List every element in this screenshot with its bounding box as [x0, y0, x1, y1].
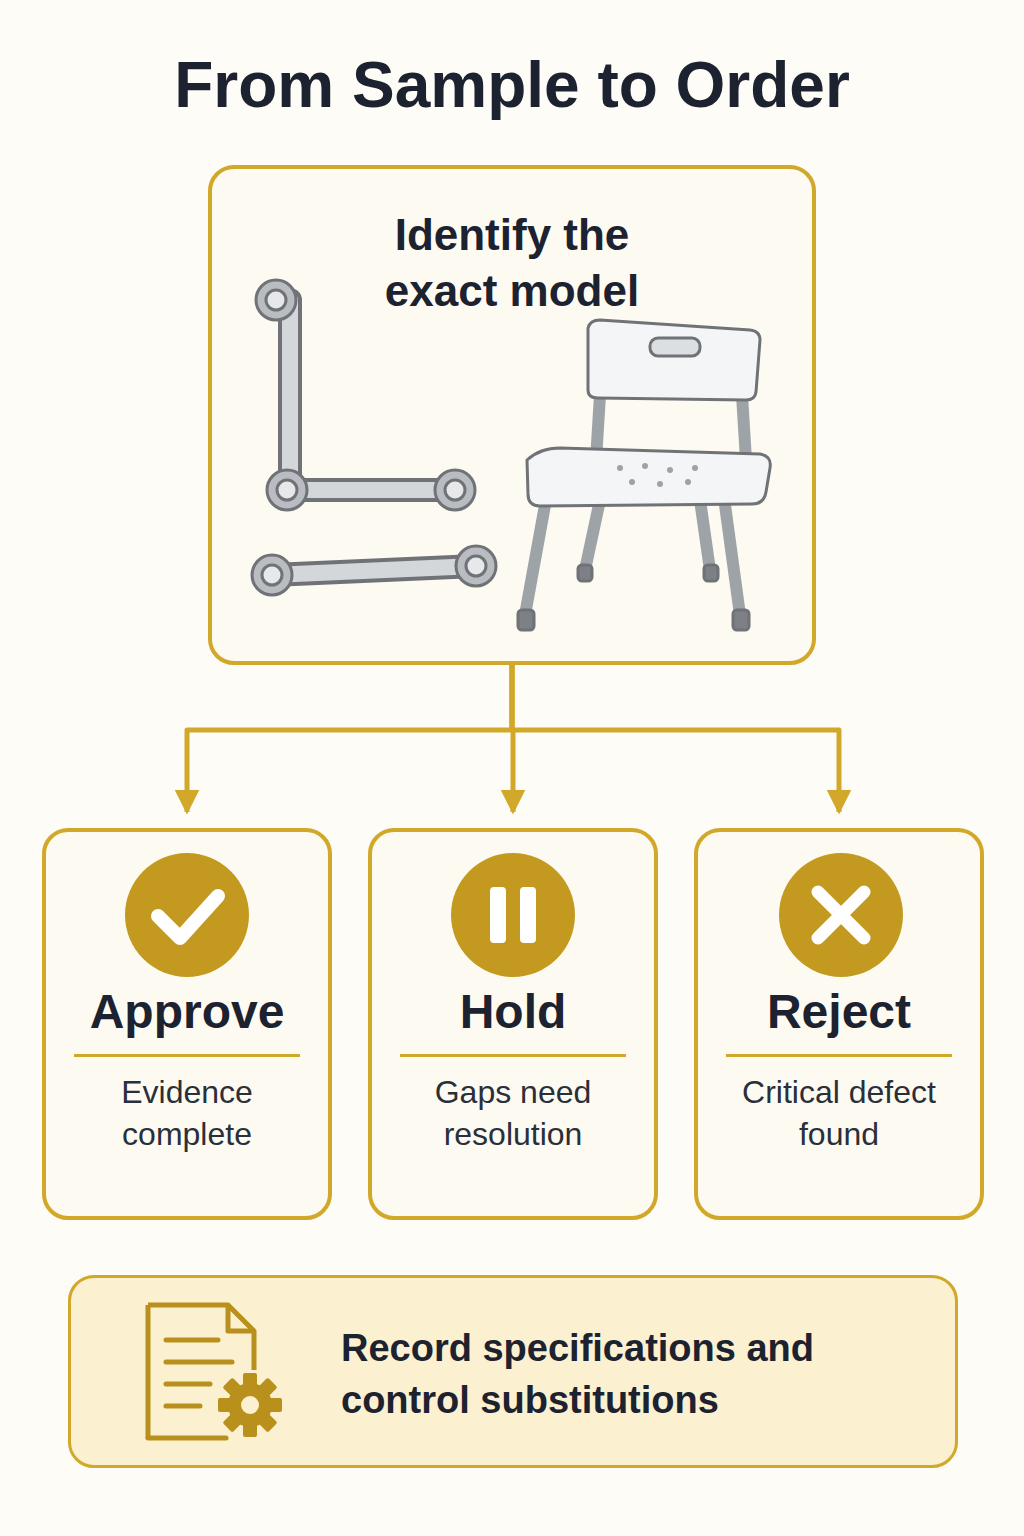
band-fill — [68, 1275, 958, 1468]
step-box: Identify the exact model — [208, 165, 816, 665]
outcome-box: HoldGaps need resolution — [368, 828, 658, 1220]
outcome-box: RejectCritical defect found — [694, 828, 984, 1220]
flow-arrow — [187, 665, 512, 812]
box-fill — [694, 828, 984, 1220]
outcome-note: Critical defect found — [721, 1071, 957, 1155]
spec-document-icon — [148, 1305, 282, 1438]
outcome-heading: Approve — [74, 984, 300, 1057]
diagram-title: From Sample to Order — [0, 48, 1024, 122]
hold-icon — [451, 853, 575, 977]
outcome-heading: Hold — [400, 984, 626, 1057]
band-text: Record specifications and control substi… — [341, 1322, 901, 1426]
reject-icon — [779, 853, 903, 977]
record-band: Record specifications and control substi… — [68, 1275, 958, 1468]
grab-bar-illustration — [252, 280, 496, 595]
box-fill — [368, 828, 658, 1220]
outcome-note: Evidence complete — [69, 1071, 305, 1155]
flow-arrow — [512, 665, 839, 812]
box-fill — [208, 165, 816, 665]
shower-chair-illustration — [518, 320, 770, 630]
step-heading: Identify the exact model — [342, 207, 682, 319]
box-fill — [42, 828, 332, 1220]
outcome-note: Gaps need resolution — [395, 1071, 631, 1155]
outcome-box: ApproveEvidence complete — [42, 828, 332, 1220]
outcome-heading: Reject — [726, 984, 952, 1057]
approve-icon — [125, 853, 249, 977]
